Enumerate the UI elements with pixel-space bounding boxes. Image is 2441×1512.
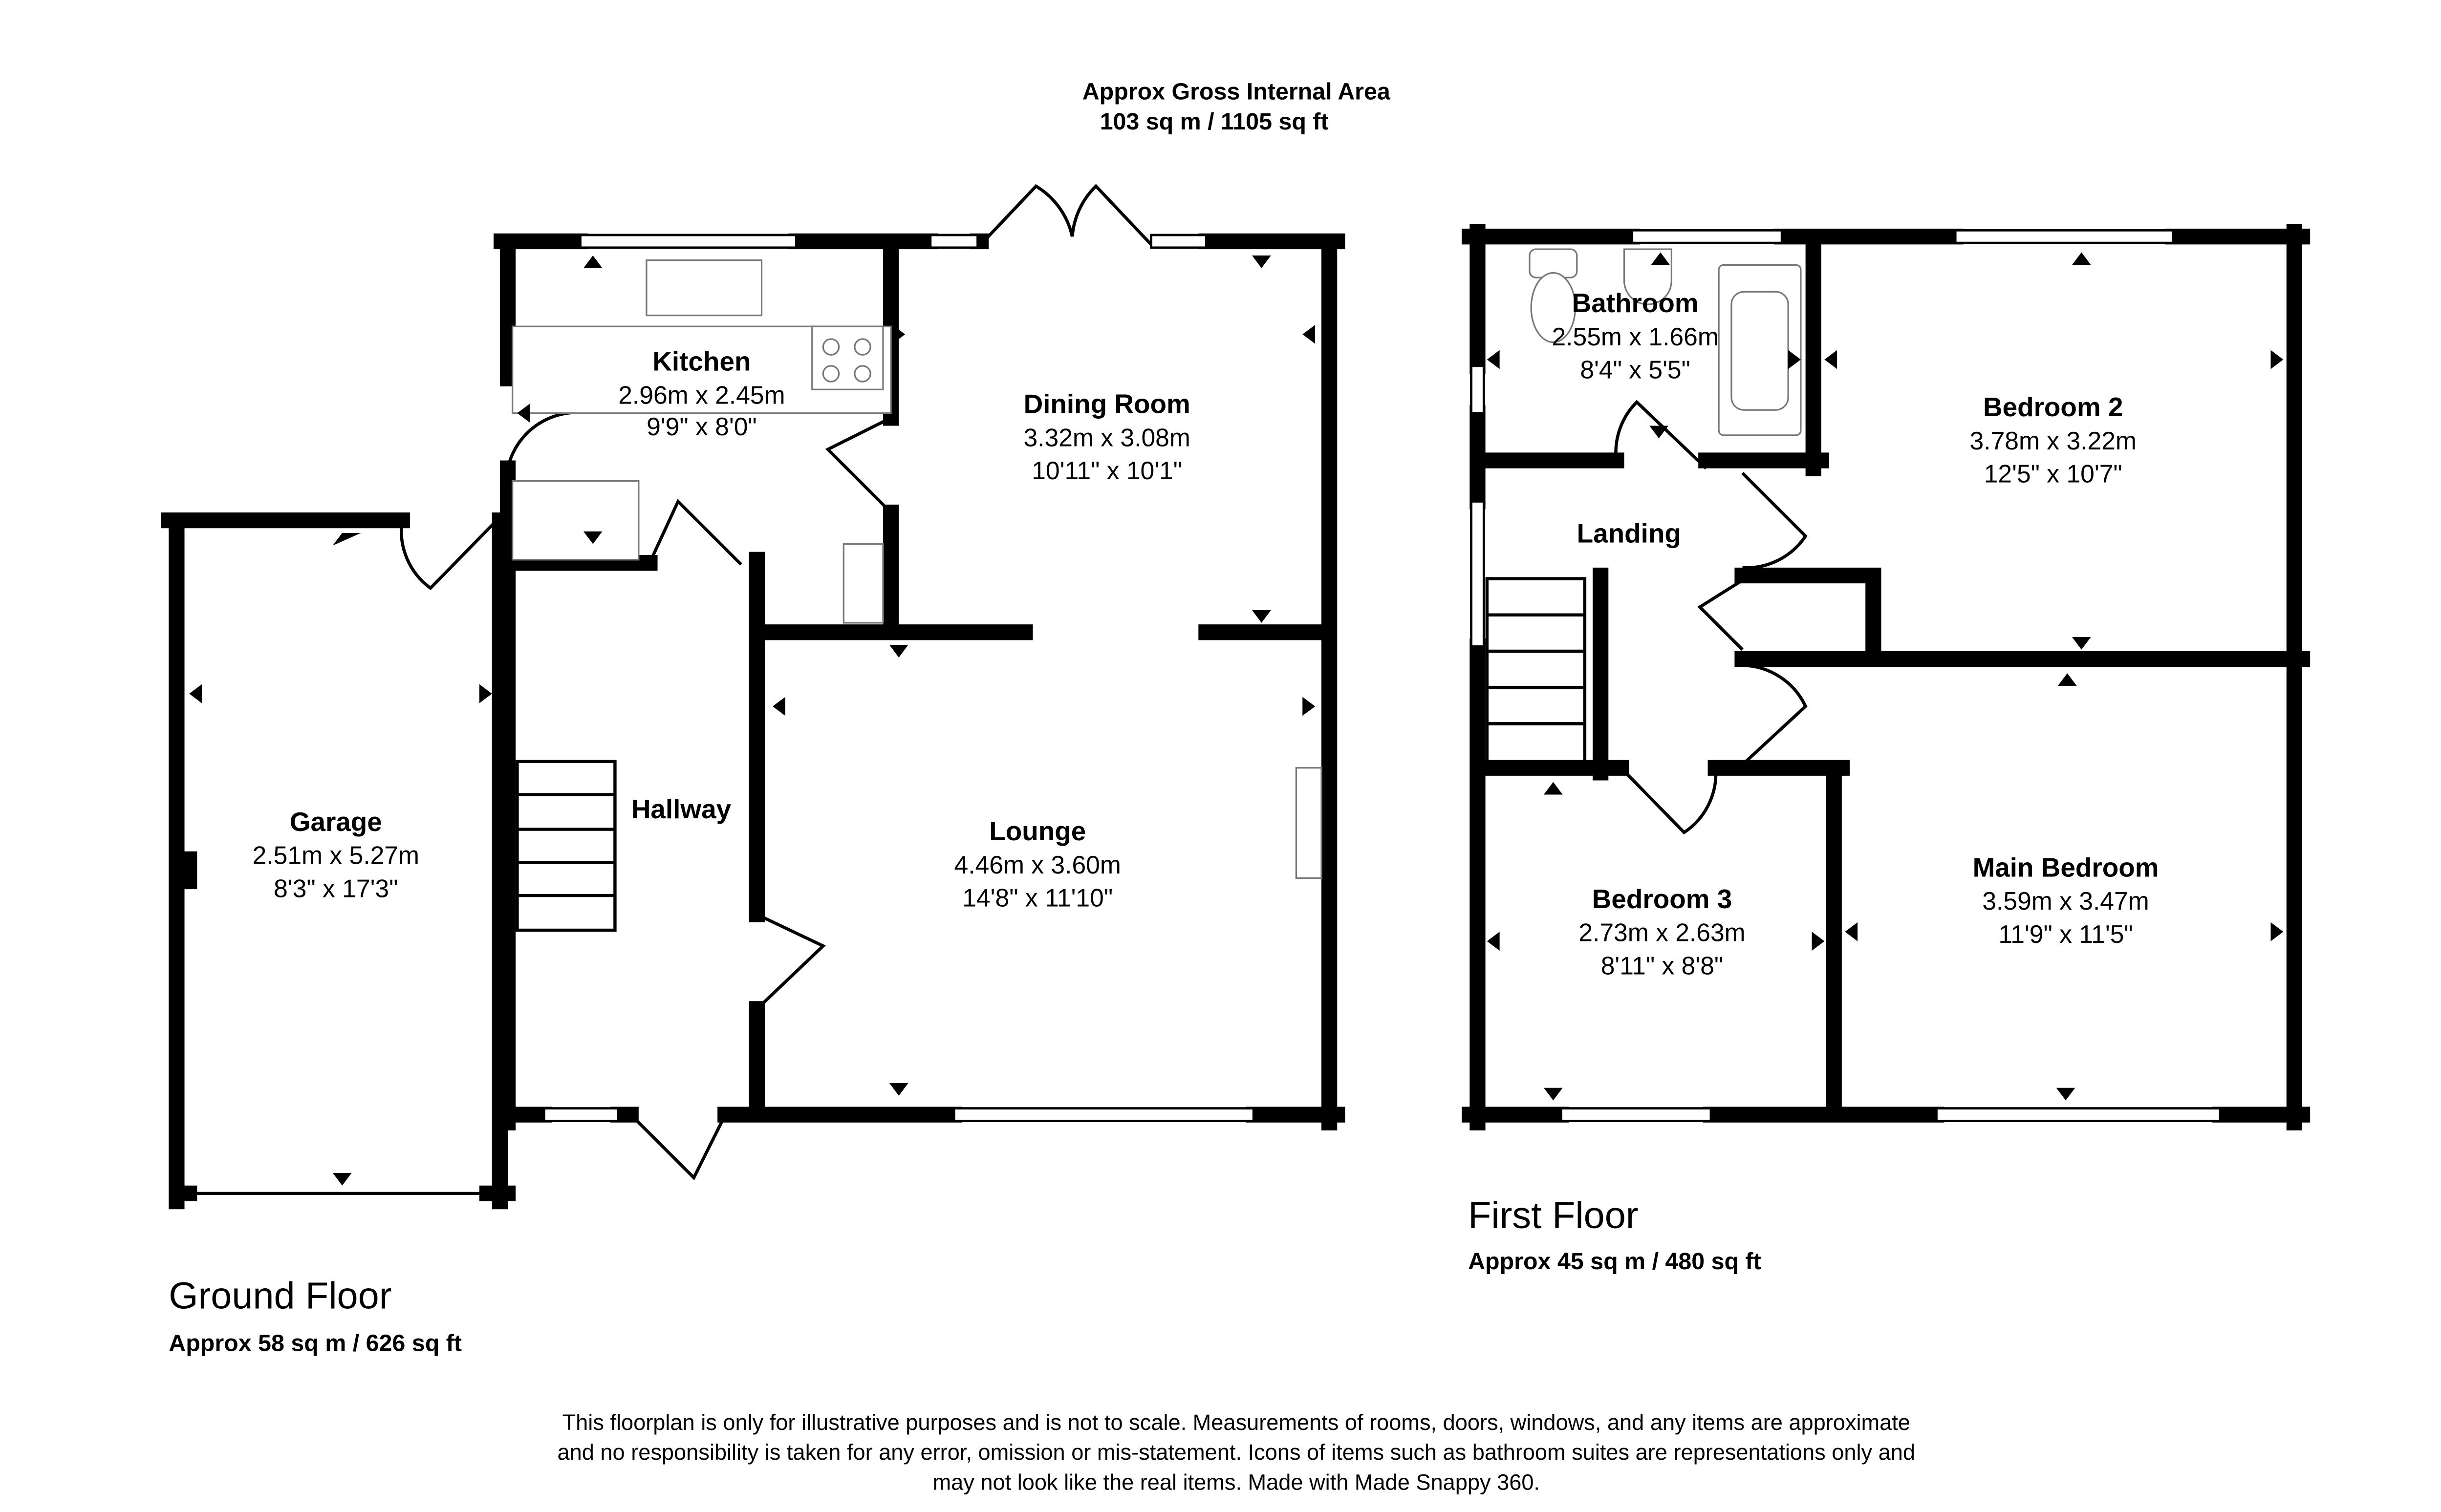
room-name-hallway: Hallway (631, 794, 732, 824)
ground-floor-title: Ground Floor (169, 1275, 391, 1317)
room-dims-imperial-kitchen: 9'9" x 8'0" (647, 412, 757, 441)
first-floor-plan: Bathroom 2.55m x 1.66m 8'4" x 5'5" Bedro… (1462, 224, 2311, 1130)
garage-fixture (181, 851, 197, 890)
ground-floor-walls (161, 233, 1345, 1210)
doors (400, 184, 1152, 1181)
ground-floor-stairs (516, 760, 617, 932)
first-floor-area: Approx 45 sq m / 480 sq ft (1468, 1248, 1761, 1275)
room-dims-metric-dining-room: 3.32m x 3.08m (1023, 423, 1190, 451)
room-name-lounge: Lounge (989, 816, 1086, 846)
room-name-bedroom-2: Bedroom 2 (1983, 392, 2123, 422)
room-dims-imperial-lounge: 14'8" x 11'10" (962, 884, 1113, 912)
doors-first-floor (1614, 400, 1808, 835)
header-title: Approx Gross Internal Area (1082, 79, 1391, 105)
room-name-kitchen: Kitchen (652, 346, 751, 377)
room-name-main-bedroom: Main Bedroom (1973, 852, 2159, 882)
room-dims-imperial-bathroom: 8'4" x 5'5" (1580, 356, 1690, 384)
room-dims-metric-main-bedroom: 3.59m x 3.47m (1982, 887, 2149, 915)
ground-floor-plan: Kitchen 2.96m x 2.45m 9'9" x 8'0" Dining… (161, 184, 1345, 1210)
room-dims-metric-bathroom: 2.55m x 1.66m (1552, 322, 1718, 351)
room-dims-metric-lounge: 4.46m x 3.60m (954, 851, 1121, 879)
room-name-bathroom: Bathroom (1572, 288, 1699, 318)
disclaimer-line-3: may not look like the real items. Made w… (933, 1470, 1540, 1495)
room-dims-metric-garage: 2.51m x 5.27m (253, 841, 419, 870)
first-floor-walls (1462, 224, 2311, 1130)
kitchen-fittings (512, 259, 1322, 879)
windows (542, 234, 1255, 1122)
ground-floor-area: Approx 58 sq m / 626 sq ft (169, 1330, 462, 1357)
first-floor-title: First Floor (1468, 1194, 1638, 1236)
disclaimer-line-2: and no responsibility is taken for any e… (558, 1440, 1915, 1465)
room-name-garage: Garage (290, 807, 382, 837)
room-dims-imperial-bedroom-2: 12'5" x 10'7" (1984, 460, 2122, 488)
room-dims-metric-bedroom-3: 2.73m x 2.63m (1578, 918, 1745, 947)
windows-first-floor (1470, 229, 2222, 1122)
header-area: 103 sq m / 1105 sq ft (1100, 108, 1329, 135)
room-dims-imperial-garage: 8'3" x 17'3" (274, 874, 398, 902)
room-dims-metric-bedroom-2: 3.78m x 3.22m (1970, 426, 2137, 455)
disclaimer-line-1: This floorplan is only for illustrative … (562, 1410, 1910, 1435)
room-dims-imperial-main-bedroom: 11'9" x 11'5" (1998, 920, 2133, 948)
room-dims-imperial-bedroom-3: 8'11" x 8'8" (1601, 951, 1724, 980)
room-name-dining-room: Dining Room (1024, 389, 1190, 419)
room-dims-metric-kitchen: 2.96m x 2.45m (618, 381, 785, 409)
room-name-bedroom-3: Bedroom 3 (1592, 884, 1732, 914)
room-name-landing: Landing (1577, 518, 1681, 548)
first-floor-stairs (1485, 577, 1587, 767)
room-dims-imperial-dining-room: 10'11" x 10'1" (1032, 456, 1182, 485)
